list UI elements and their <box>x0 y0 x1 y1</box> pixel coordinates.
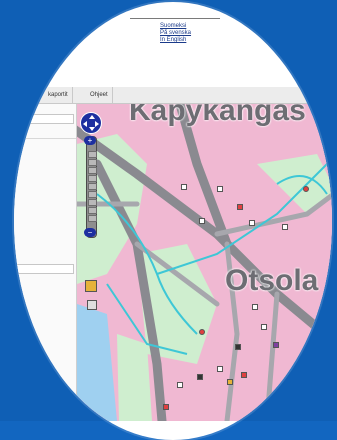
map-view[interactable]: Käpykangas Otsola <box>77 104 332 421</box>
language-link-en[interactable]: In English <box>160 37 187 43</box>
panel-field-2[interactable] <box>14 264 74 274</box>
map-zoom-control: + − <box>80 112 102 240</box>
pan-control-icon[interactable] <box>80 112 102 134</box>
poi-icon[interactable] <box>227 379 233 385</box>
poi-icon[interactable] <box>241 372 247 378</box>
poi-icon[interactable] <box>199 329 205 335</box>
zoom-in-button[interactable]: + <box>84 136 96 145</box>
poi-icon[interactable] <box>273 342 279 348</box>
map-canvas <box>77 104 332 421</box>
language-menu: Suomeksi På svenska In English <box>130 18 220 44</box>
poi-icon[interactable] <box>199 218 205 224</box>
language-link-sv[interactable]: På svenska <box>160 30 192 36</box>
poi-icon[interactable] <box>237 204 243 210</box>
print-icon[interactable] <box>87 300 97 310</box>
poi-icon[interactable] <box>217 366 223 372</box>
screenshot-oval-frame: Suomeksi På svenska In English kaportit … <box>14 2 332 440</box>
poi-icon[interactable] <box>235 344 241 350</box>
poi-icon[interactable] <box>252 304 258 310</box>
place-label-kapykangas: Käpykangas <box>129 104 306 127</box>
poi-icon[interactable] <box>217 186 223 192</box>
tab-bar: kaportit Ohjeet <box>14 87 332 104</box>
poi-icon[interactable] <box>282 224 288 230</box>
language-link-fi[interactable]: Suomeksi <box>160 23 187 29</box>
poi-icon[interactable] <box>249 220 255 226</box>
panel-divider <box>14 138 76 139</box>
place-label-otsola: Otsola <box>225 264 319 297</box>
poi-icon[interactable] <box>303 186 309 192</box>
panel-search-field[interactable] <box>14 114 74 124</box>
poi-icon[interactable] <box>197 374 203 380</box>
tab-kaportit[interactable]: kaportit <box>44 87 73 103</box>
poi-icon[interactable] <box>163 404 169 410</box>
poi-icon[interactable] <box>181 184 187 190</box>
layer-switch-icon[interactable] <box>85 280 97 292</box>
zoom-out-button[interactable]: − <box>84 228 96 237</box>
left-panel <box>14 104 77 421</box>
tab-ohjeet[interactable]: Ohjeet <box>86 87 113 103</box>
poi-icon[interactable] <box>261 324 267 330</box>
zoom-slider[interactable] <box>86 136 97 238</box>
poi-icon[interactable] <box>177 382 183 388</box>
